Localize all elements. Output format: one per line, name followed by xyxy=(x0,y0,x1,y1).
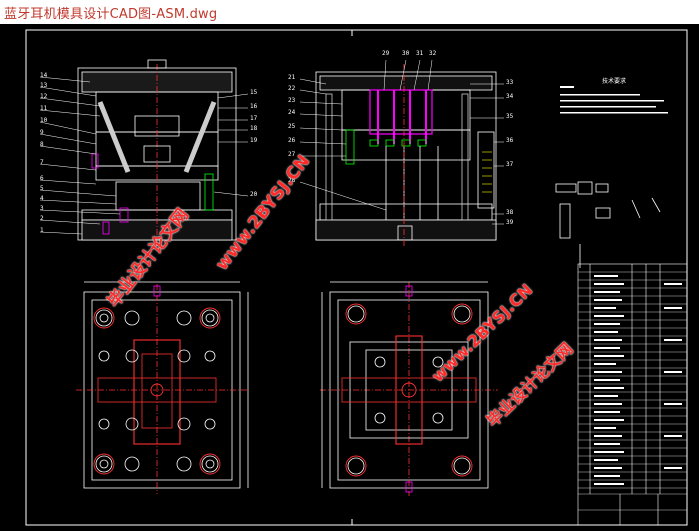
side-view xyxy=(299,59,504,246)
callout-18: 18 xyxy=(250,125,258,132)
callout-21: 21 xyxy=(288,74,296,81)
parts-detail xyxy=(555,181,661,268)
callout-34: 34 xyxy=(506,93,514,100)
callout-4: 4 xyxy=(40,195,44,202)
cad-drawing-canvas[interactable]: 14 13 12 11 10 9 8 7 6 5 4 3 2 1 15 16 1… xyxy=(0,24,699,531)
callout-23: 23 xyxy=(288,97,296,104)
callout-7: 7 xyxy=(40,159,44,166)
callout-10: 10 xyxy=(40,117,48,124)
callout-layer: 14 13 12 11 10 9 8 7 6 5 4 3 2 1 15 16 1… xyxy=(0,24,699,531)
callout-12: 12 xyxy=(40,93,48,100)
callout-33: 33 xyxy=(506,79,514,86)
callout-22: 22 xyxy=(288,85,296,92)
technical-notes xyxy=(560,86,668,114)
callout-14: 14 xyxy=(40,72,48,79)
callout-32: 32 xyxy=(429,50,437,57)
front-view xyxy=(39,59,249,246)
callout-37: 37 xyxy=(506,161,514,168)
callout-25: 25 xyxy=(288,123,296,130)
callout-30: 30 xyxy=(402,50,410,57)
callout-11: 11 xyxy=(40,105,48,112)
callout-13: 13 xyxy=(40,82,48,89)
callout-19: 19 xyxy=(250,137,258,144)
callout-35: 35 xyxy=(506,113,514,120)
window-titlebar: 蓝牙耳机模具设计CAD图-ASM.dwg xyxy=(0,0,699,24)
callout-6: 6 xyxy=(40,175,44,182)
callout-2: 2 xyxy=(40,215,44,222)
callout-28: 28 xyxy=(288,177,296,184)
callout-17: 17 xyxy=(250,115,258,122)
callout-16: 16 xyxy=(250,103,258,110)
callout-5: 5 xyxy=(40,185,44,192)
callout-3: 3 xyxy=(40,205,44,212)
plan-view-right xyxy=(320,281,498,496)
callout-24: 24 xyxy=(288,109,296,116)
title-block xyxy=(577,263,688,526)
callout-20: 20 xyxy=(250,191,258,198)
callout-1: 1 xyxy=(40,227,44,234)
callout-9: 9 xyxy=(40,129,44,136)
callout-27: 27 xyxy=(288,151,296,158)
callout-8: 8 xyxy=(40,141,44,148)
callout-15: 15 xyxy=(250,89,258,96)
callout-36: 36 xyxy=(506,137,514,144)
plan-view-left xyxy=(76,281,249,494)
title-block-text xyxy=(594,275,682,485)
callout-26: 26 xyxy=(288,137,296,144)
callout-39: 39 xyxy=(506,219,514,226)
technical-notes-heading: 技术要求 xyxy=(602,78,627,85)
cad-drawing xyxy=(25,29,688,526)
callout-31: 31 xyxy=(416,50,424,57)
window-title: 蓝牙耳机模具设计CAD图-ASM.dwg xyxy=(4,7,218,22)
callout-38: 38 xyxy=(506,209,514,216)
callout-29: 29 xyxy=(382,50,390,57)
